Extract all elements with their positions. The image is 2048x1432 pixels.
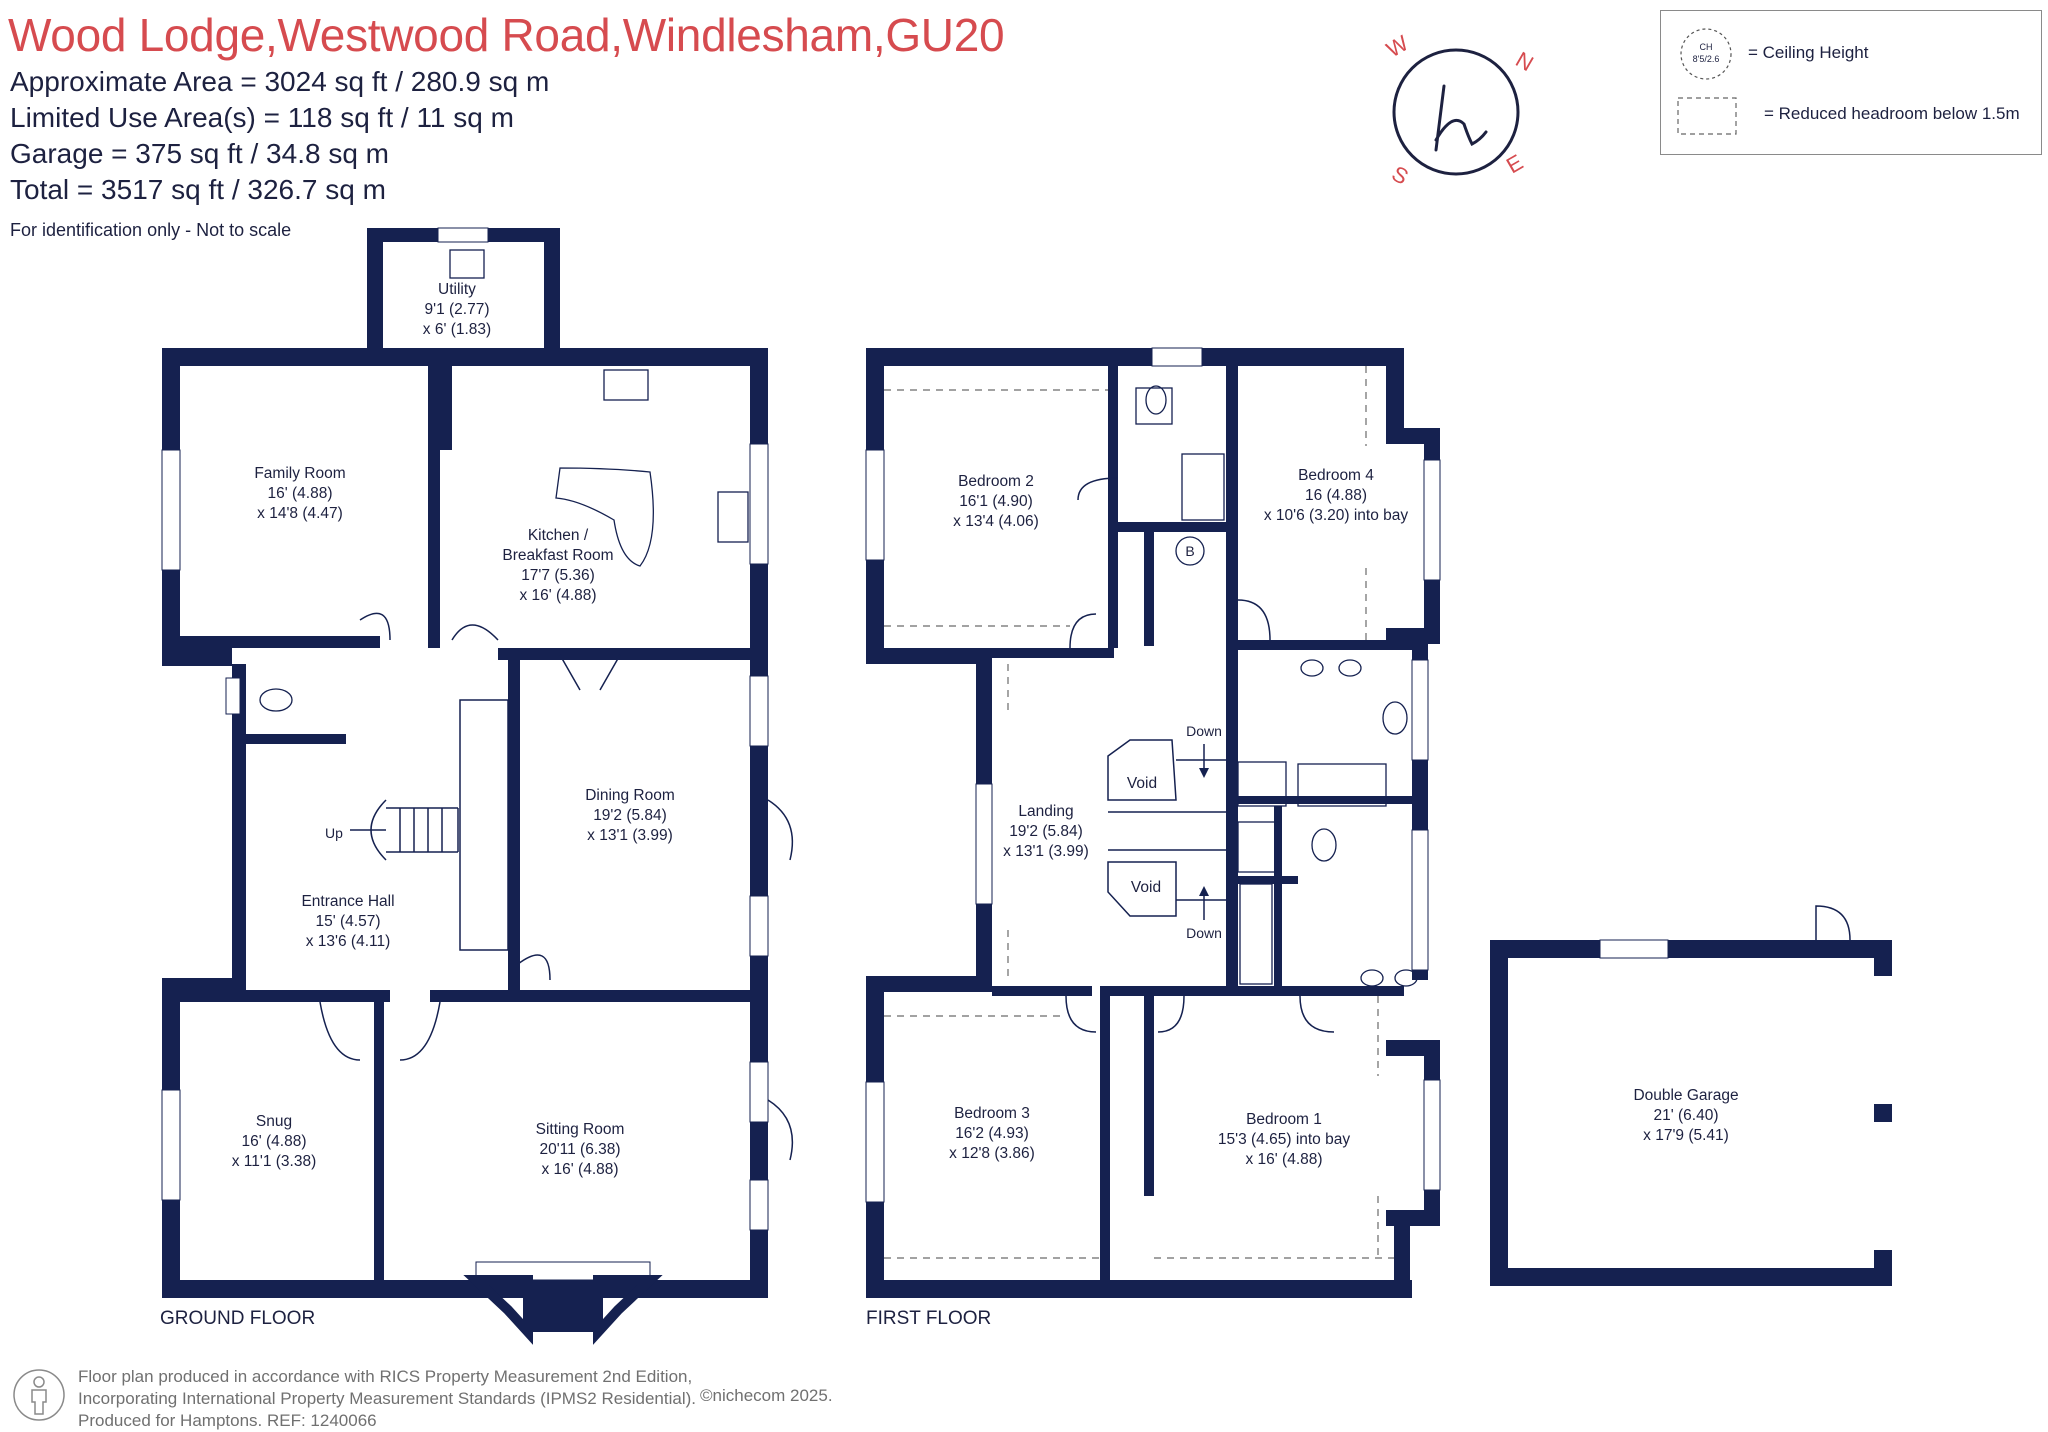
utility-name: Utility [438,281,476,298]
down-label-lower: Down [1186,925,1222,941]
family-room-dim1: 16' (4.88) [268,485,333,502]
ceiling-height-icon: CH 8'5/2.6 [1680,28,1732,80]
bedroom-4-dim1: 16 (4.88) [1305,487,1367,504]
landing-dim1: 19'2 (5.84) [1009,823,1083,840]
garage-dim1: 21' (6.40) [1654,1107,1719,1124]
sitting-room-dim1: 20'11 (6.38) [539,1141,620,1158]
family-room-name: Family Room [254,465,345,482]
bedroom-2-dim1: 16'1 (4.90) [959,493,1033,510]
legend [1660,10,2042,155]
utility-dim2: x 6' (1.83) [423,321,491,338]
kitchen-dim1: 17'7 (5.36) [521,567,595,584]
footer-line-1: Floor plan produced in accordance with R… [78,1367,693,1386]
compass-logo-icon: W N S E [1382,30,1538,188]
bedroom-2-name: Bedroom 2 [958,473,1034,490]
property-title: Wood Lodge,Westwood Road,Windlesham,GU20 [8,9,1005,61]
snug-name: Snug [256,1113,292,1130]
ground-floor-label: GROUND FLOOR [160,1308,316,1329]
limited-use-area: Limited Use Area(s) = 118 sq ft / 11 sq … [10,102,514,133]
boiler-label: B [1185,543,1194,559]
footer-notes: Floor plan produced in accordance with R… [78,1366,696,1432]
sitting-room-dim2: x 16' (4.88) [541,1161,618,1178]
kitchen-name: Kitchen / [528,527,589,544]
down-label-upper: Down [1186,723,1222,739]
reduced-headroom-icon [1677,97,1737,135]
kitchen-name2: Breakfast Room [502,547,613,564]
up-label: Up [325,825,343,841]
dining-room-name: Dining Room [585,787,675,804]
bedroom-3-dim1: 16'2 (4.93) [955,1125,1029,1142]
ceiling-symbol-line1: CH [1700,42,1713,52]
bedroom-4-name: Bedroom 4 [1298,467,1374,484]
ground-floor-labels: Utility 9'1 (2.77) x 6' (1.83) Family Ro… [232,281,675,1178]
first-floor-labels: Bedroom 2 16'1 (4.90) x 13'4 (4.06) Bedr… [949,467,1408,1168]
bedroom-1-dim1: 15'3 (4.65) into bay [1218,1131,1350,1148]
entrance-hall-dim2: x 13'6 (4.11) [306,933,391,950]
bedroom-1-dim2: x 16' (4.88) [1245,1151,1322,1168]
total-area: Total = 3517 sq ft / 326.7 sq m [10,174,386,205]
ceiling-height-label: = Ceiling Height [1748,43,1869,62]
reduced-headroom-areas [884,366,1394,1259]
footer-line-2: Incorporating International Property Mea… [78,1389,696,1408]
garage-area: Garage = 375 sq ft / 34.8 sq m [10,138,389,169]
person-icon [13,1369,65,1421]
ceiling-symbol-line2: 8'5/2.6 [1693,54,1720,64]
dining-room-dim1: 19'2 (5.84) [593,807,667,824]
landing-dim2: x 13'1 (3.99) [1003,843,1089,860]
garage-labels: Double Garage 21' (6.40) x 17'9 (5.41) [1633,1087,1738,1144]
identification-note: For identification only - Not to scale [10,220,292,240]
entrance-hall-name: Entrance Hall [301,893,394,910]
family-room-dim2: x 14'8 (4.47) [257,505,343,522]
copyright: ©nichecom 2025. [700,1386,833,1405]
doors [319,477,1851,1161]
footer-line-3: Produced for Hamptons. REF: 1240066 [78,1411,377,1430]
windows [161,227,1669,1281]
entrance-hall-dim1: 15' (4.57) [316,913,381,930]
snug-dim1: 16' (4.88) [242,1133,307,1150]
first-stairs [1107,739,1226,917]
kitchen-dim2: x 16' (4.88) [519,587,596,604]
bedroom-3-dim2: x 12'8 (3.86) [949,1145,1035,1162]
bedroom-3-name: Bedroom 3 [954,1105,1030,1122]
garage-name: Double Garage [1633,1087,1738,1104]
snug-dim2: x 11'1 (3.38) [232,1153,317,1170]
garage-dim2: x 17'9 (5.41) [1643,1127,1729,1144]
stair-arrows [1199,744,1209,920]
void-label-lower: Void [1131,879,1161,896]
utility-dim1: 9'1 (2.77) [425,301,490,318]
bedroom-4-dim2: x 10'6 (3.20) into bay [1264,507,1409,524]
first-floor-label: FIRST FLOOR [866,1308,992,1329]
dining-room-dim2: x 13'1 (3.99) [587,827,673,844]
fixtures [259,249,1418,987]
landing-name: Landing [1018,803,1073,820]
void-label-upper: Void [1127,775,1157,792]
bedroom-2-dim2: x 13'4 (4.06) [953,513,1039,530]
reduced-headroom-label: = Reduced headroom below 1.5m [1764,104,2020,123]
ground-stairs [350,699,509,951]
walls [162,228,1892,1332]
bedroom-1-name: Bedroom 1 [1246,1111,1322,1128]
approximate-area: Approximate Area = 3024 sq ft / 280.9 sq… [10,66,550,97]
sitting-room-name: Sitting Room [536,1121,625,1138]
